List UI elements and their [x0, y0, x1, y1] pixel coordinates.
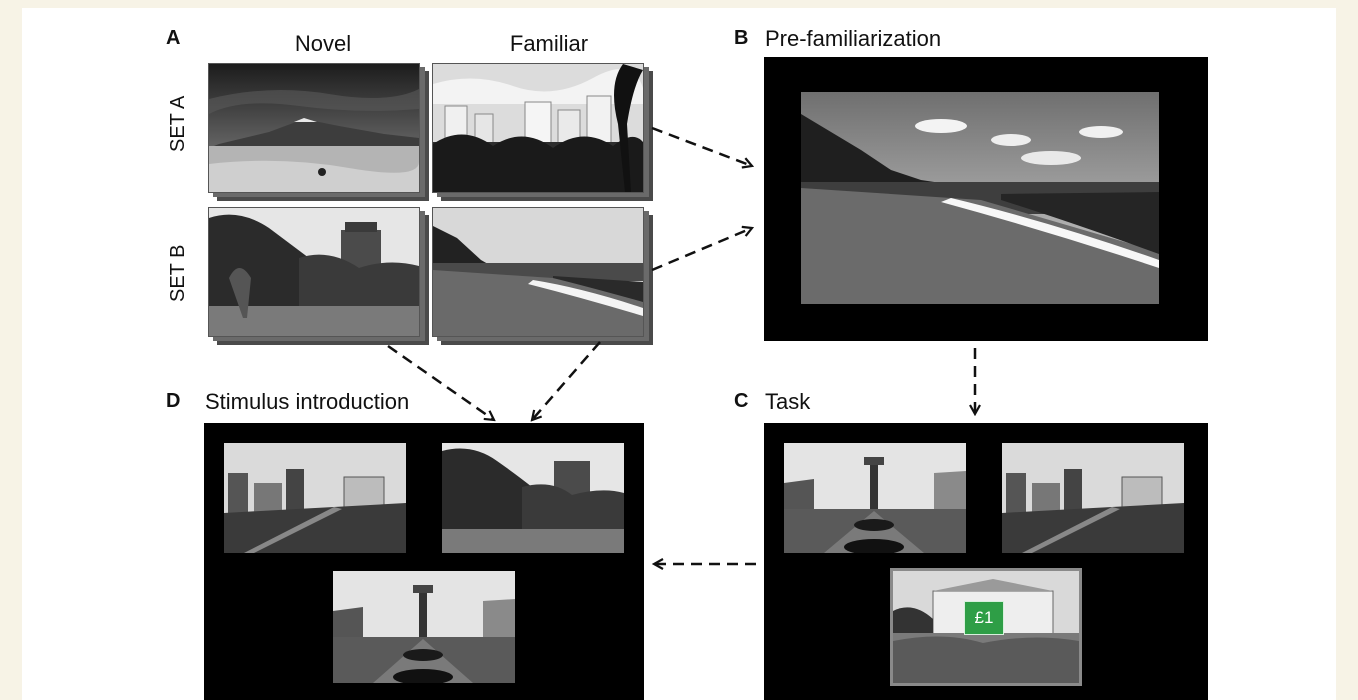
beach-photo-large — [801, 92, 1159, 304]
familiar-set-b-photo — [432, 207, 644, 337]
panel-d-title: Stimulus introduction — [205, 389, 410, 414]
castle-park-scene — [442, 443, 624, 553]
reward-badge: £1 — [964, 601, 1004, 635]
panel-b-title: Pre-familiarization — [765, 26, 942, 51]
monument-street-scene — [333, 571, 515, 683]
panel-c-letter: C — [734, 390, 749, 412]
task-screen: £1 — [764, 423, 1208, 700]
arrow-set-a-to-prefamiliarization — [651, 126, 752, 166]
pre-familiarization-screen — [764, 57, 1208, 341]
city-rooftops-scene — [224, 443, 406, 553]
intro-city-photo — [224, 443, 406, 553]
novel-set-b-photo — [208, 207, 420, 337]
beach-cliff-scene-large — [801, 92, 1159, 304]
novel-column-header: Novel — [294, 31, 352, 56]
palm-city-scene — [433, 64, 643, 192]
task-city-photo — [1002, 443, 1184, 553]
mountain-plain-scene — [209, 64, 419, 192]
panel-b-letter: B — [734, 27, 749, 49]
intro-castle-photo — [442, 443, 624, 553]
familiar-set-a-photo — [432, 63, 644, 193]
arrow-set-b-to-prefamiliarization — [651, 228, 752, 272]
city-rooftops-scene — [1002, 443, 1184, 553]
stimulus-introduction-screen — [204, 423, 644, 700]
panel-a-letter: A — [166, 27, 181, 49]
beach-cliff-scene — [433, 208, 643, 336]
arrow-novel-to-introduction — [387, 344, 494, 420]
monument-street-scene — [784, 443, 966, 553]
familiar-column-header: Familiar — [509, 31, 589, 56]
panel-c-title: Task — [765, 389, 811, 414]
intro-street-photo — [333, 571, 515, 683]
novel-set-a-photo — [208, 63, 420, 193]
panel-d-letter: D — [166, 390, 181, 412]
castle-park-scene — [209, 208, 419, 336]
task-street-photo — [784, 443, 966, 553]
arrow-familiar-to-introduction — [532, 341, 601, 420]
